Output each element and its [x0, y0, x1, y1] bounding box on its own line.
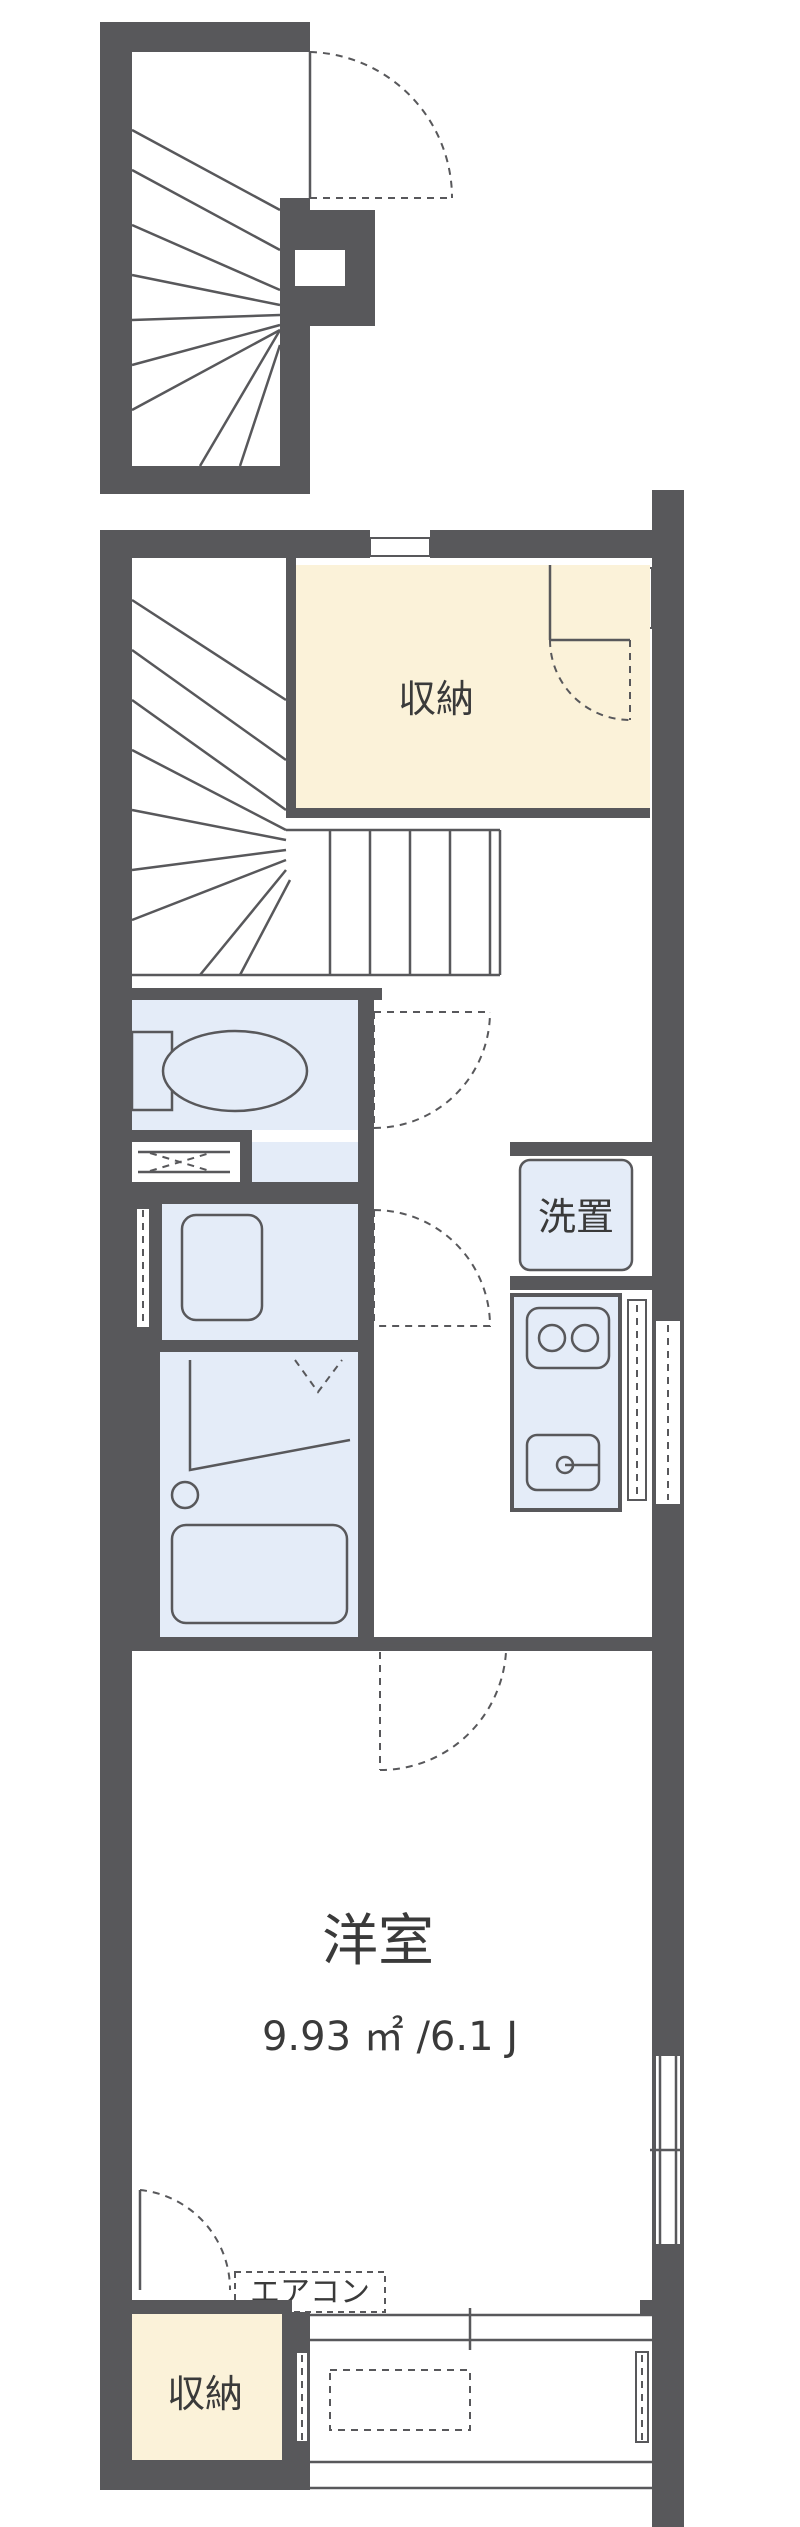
- balcony: [295, 2300, 684, 2490]
- stair-tower: [100, 22, 453, 494]
- storage-upper-label: 収納: [398, 677, 474, 721]
- washroom: [132, 1196, 492, 1352]
- stairs-lower: [131, 598, 502, 977]
- laundry-label: 洗置: [538, 1195, 614, 1239]
- stairs-upper: [131, 128, 282, 467]
- western-room-area: 9.93 ㎡ /6.1 J: [262, 2014, 518, 2060]
- storage-upper: 収納: [286, 558, 650, 818]
- main-walls: [100, 490, 684, 2527]
- kitchen-area: 洗置: [374, 1142, 652, 1772]
- western-room-label: 洋室: [322, 1909, 434, 1974]
- bathroom: [132, 1340, 374, 1651]
- western-room: 洋室 9.93 ㎡ /6.1 J エアコン: [138, 1909, 518, 2313]
- toilet-bowl: [161, 1029, 309, 1113]
- storage-lower-label: 収納: [167, 2372, 243, 2416]
- storage-lower: 収納: [132, 2300, 292, 2460]
- toilet-room: [130, 988, 491, 1340]
